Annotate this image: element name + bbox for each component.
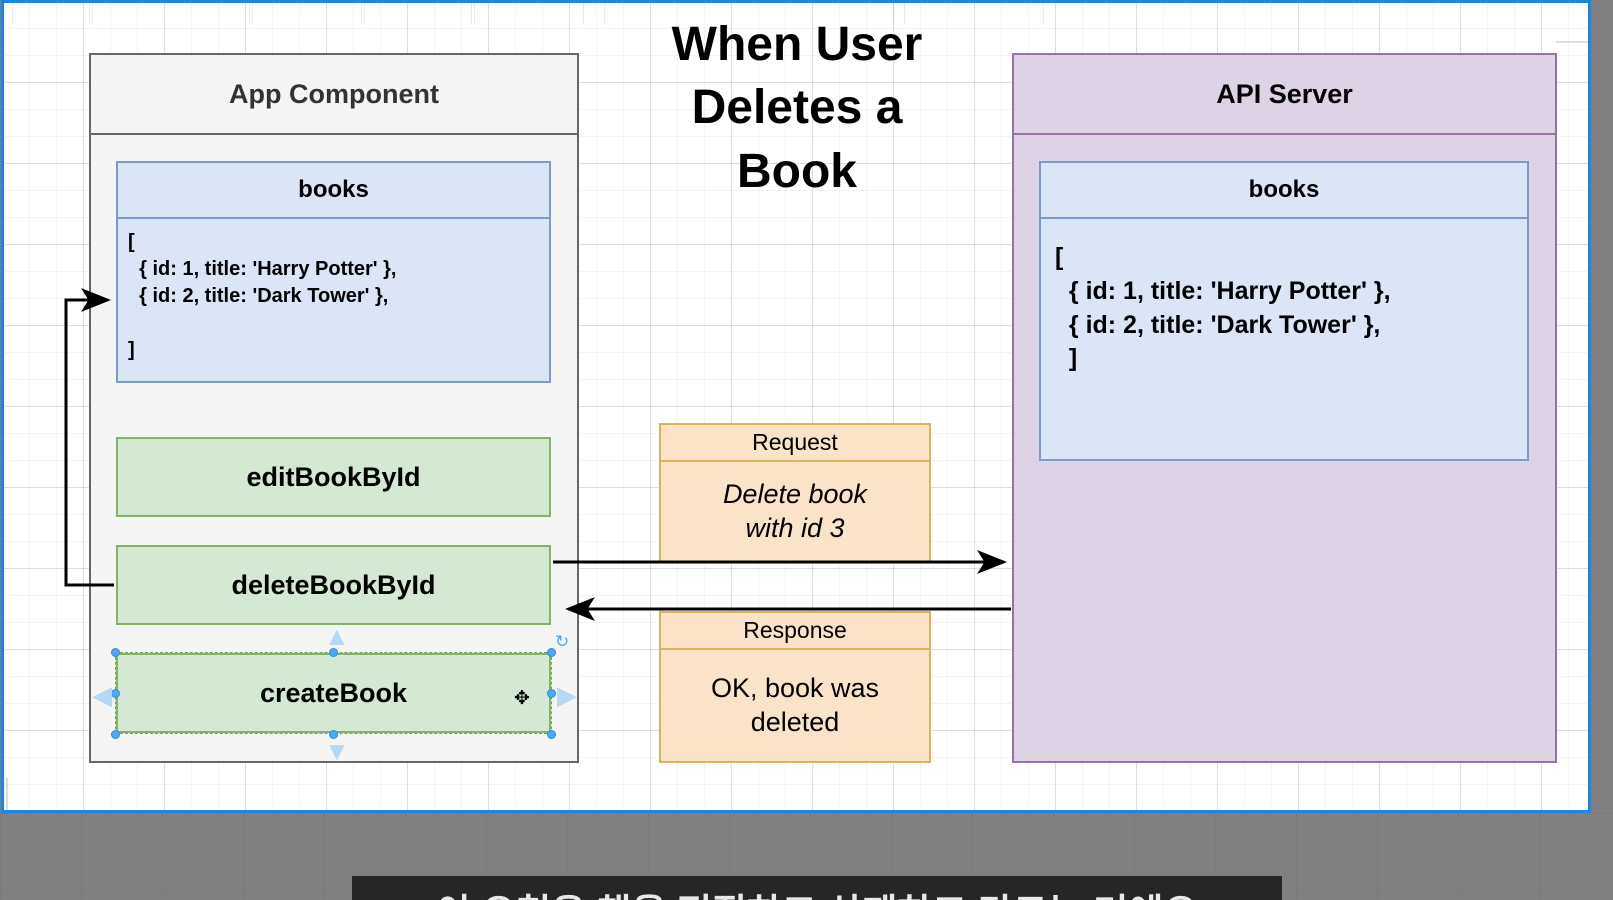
method-createbook-label: createBook [259,677,408,708]
method-deletebookbyid-label: deleteBookById [231,569,436,600]
response-message-box[interactable]: Response OK, book was deleted [659,611,931,763]
selection-handle-e[interactable] [547,689,556,698]
method-deletebookbyid[interactable]: deleteBookById [116,545,551,625]
request-text: Delete book with id 3 [722,478,868,543]
request-header: Request [661,425,929,462]
app-books-header: books [118,163,549,219]
selection-handle-nw[interactable] [111,648,120,657]
selection-handle-s[interactable] [329,730,338,739]
ghost-window-corner [6,778,48,810]
method-createbook[interactable]: createBook [116,653,551,733]
app-books-box[interactable]: books [ { id: 1, title: 'Harry Potter' }… [116,161,551,383]
response-text: OK, book was deleted [710,672,880,737]
selection-handle-sw[interactable] [111,730,120,739]
bottom-strip: 이 요청은 책을 편집하고 삭제하고 만드는 거에요 [0,813,1613,900]
app-component-title: App Component [91,55,577,135]
response-header: Response [661,613,929,650]
api-books-header: books [1041,163,1527,219]
video-caption: 이 요청은 책을 편집하고 삭제하고 만드는 거에요 [352,876,1282,900]
diagram-title: When User Deletes a Book [671,18,923,198]
move-cursor-icon: ✥ [514,688,530,709]
selection-handle-n[interactable] [329,648,338,657]
api-books-box[interactable]: books [ { id: 1, title: 'Harry Potter' }… [1039,161,1529,461]
selection-handle-w[interactable] [111,689,120,698]
method-editbookbyid-label: editBookById [246,461,421,492]
screen-share-frame: When User Deletes a Book App Component b… [1,0,1591,813]
selection-handle-ne[interactable] [547,648,556,657]
ghost-window-corner [1556,3,1588,43]
request-message-box[interactable]: Request Delete book with id 3 [659,423,931,563]
app-books-body: [ { id: 1, title: 'Harry Potter' }, { id… [128,231,397,361]
method-editbookbyid[interactable]: editBookById [116,437,551,517]
api-books-body: [ { id: 1, title: 'Harry Potter' }, { id… [1055,243,1391,373]
selection-handle-se[interactable] [547,730,556,739]
api-server-title: API Server [1014,55,1555,135]
